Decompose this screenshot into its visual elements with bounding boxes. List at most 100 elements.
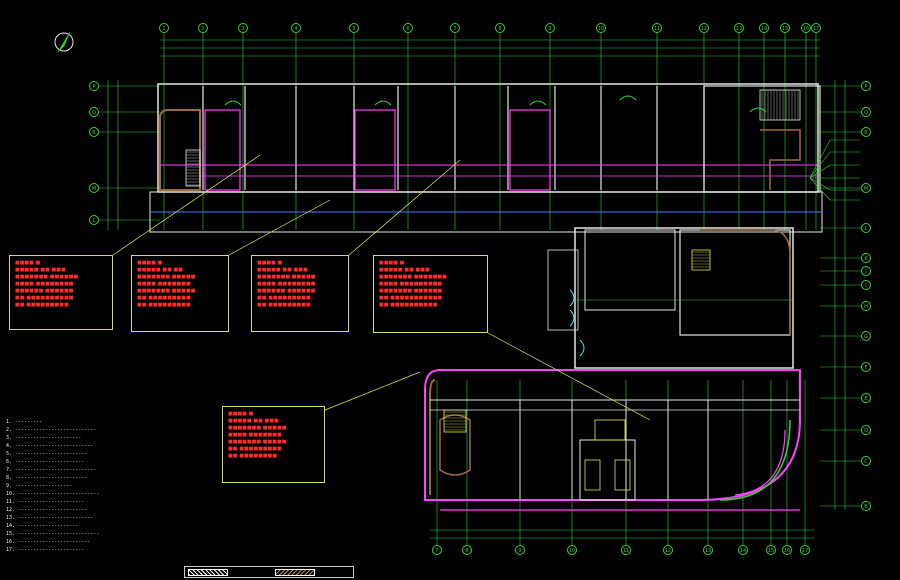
axis-bubble-bottom [432,545,442,555]
axis-bubble-top-label: 10 [598,26,604,32]
axis-bubble-right-label: G [864,334,868,340]
leader-line [487,332,651,421]
axis-bubble-top [801,23,811,33]
axis-bubble-bottom-label: 7 [435,548,438,554]
axis-bubble-right [861,81,871,91]
axis-bubble-top-label: 16 [803,26,809,32]
leader-line [809,177,831,191]
axis-bubble-top [780,23,790,33]
toilet-block [204,109,241,191]
axis-bubble-top-label: 1 [162,26,165,32]
annotation-text-1: ■■■■ ■ ■■■■■ ■■ ■■■ ■■■■■■■ ■■■■■■ ■■■■ … [15,260,79,308]
note-line: 16. ------------------------ [6,539,91,545]
axis-bubble-right [861,501,871,511]
axis-bubble-bottom [462,545,472,555]
note-line: 1. --------- [6,419,43,425]
axis-bubble-right-label: L [865,226,868,232]
left-stair [185,149,201,187]
axis-bubble-top [596,23,606,33]
toilet-core [579,439,636,501]
axis-bubble-bottom [663,545,673,555]
bottom-block-outline [424,369,801,501]
axis-bubble-right [861,107,871,117]
note-line: 5. ------------------------ [6,451,88,457]
door-swing [749,107,767,113]
axis-bubble-top-label: 17 [813,26,819,32]
axis-bubble-top [159,23,169,33]
axis-bubble-right [861,393,871,403]
axis-bubble-top [238,23,248,33]
axis-bubble-right-label: H [864,304,868,310]
axis-bubble-top [403,23,413,33]
middle-right-room [679,229,791,336]
axis-bubble-bottom [703,545,713,555]
axis-bubble-bottom-label: 12 [665,548,671,554]
axis-bubble-bottom [800,545,810,555]
north-arrow-icon [54,32,74,52]
note-line: 12. ----------------------- [6,507,88,513]
axis-bubble-right-label: Q [864,110,868,116]
note-line: 17. ---------------------- [6,547,85,553]
annotation-box-1: ■■■■ ■ ■■■■■ ■■ ■■■ ■■■■■■■ ■■■■■■ ■■■■ … [9,255,113,330]
axis-bubble-right-label: D [864,428,868,434]
axis-bubble-left-label: L [93,218,96,224]
axis-bubble-right-label: J [864,269,866,275]
axis-bubble-top-label: 13 [736,26,742,32]
annotation-box-2: ■■■■ ■ ■■■■■ ■■ ■■ ■■■■■■■ ■■■■■ ■■■■ ■■… [131,255,229,332]
annotation-text-2: ■■■■ ■ ■■■■■ ■■ ■■ ■■■■■■■ ■■■■■ ■■■■ ■■… [137,260,196,308]
axis-bubble-top-label: 6 [406,26,409,32]
side-room [547,249,579,331]
axis-bubble-left [89,127,99,137]
axis-bubble-right [861,331,871,341]
axis-bubble-top-label: 3 [241,26,244,32]
door-swing [224,100,242,106]
note-line: 15. --------------------------- [6,531,100,537]
axis-bubble-top-label: 8 [498,26,501,32]
axis-bubble-top [759,23,769,33]
axis-bubble-bottom-label: 13 [705,548,711,554]
axis-bubble-bottom-label: 14 [740,548,746,554]
axis-bubble-top-label: 12 [701,26,707,32]
door-swing [529,100,547,106]
axis-bubble-top [198,23,208,33]
middle-left-room [584,229,676,311]
middle-block-outline [574,227,794,369]
axis-bubble-top-label: 15 [782,26,788,32]
axis-bubble-bottom [621,545,631,555]
axis-bubble-bottom-label: 10 [569,548,575,554]
right-top-block [703,85,821,193]
north-arrow-pointer [57,31,71,53]
leader-line [228,199,331,256]
axis-bubble-bottom [782,545,792,555]
axis-bubble-bottom-label: 9 [518,548,521,554]
note-line: 7. --------------------------- [6,467,97,473]
leader-line [809,139,831,179]
axis-bubble-top [545,23,555,33]
axis-bubble-top-label: 14 [761,26,767,32]
leader-line [809,164,831,179]
note-line: 8. ------------------------ [6,475,88,481]
axis-bubble-right-label: C [864,459,868,465]
axis-bubble-right [861,183,871,193]
axis-bubble-right [861,301,871,311]
leader-line [809,151,831,179]
axis-bubble-right [861,362,871,372]
axis-bubble-top-label: 11 [654,26,660,32]
annotation-text-4: ■■■■ ■ ■■■■■ ■■ ■■■ ■■■■■■■ ■■■■■■■ ■■■■… [379,260,447,308]
annotation-box-3: ■■■■ ■ ■■■■■ ■■ ■■■ ■■■■■■■ ■■■■■ ■■■■ ■… [251,255,349,332]
axis-bubble-right-label: P [864,84,867,90]
axis-bubble-top-label: 9 [548,26,551,32]
axis-bubble-right-label: R [864,130,868,136]
curved-wall [719,419,791,501]
axis-bubble-right [861,266,871,276]
toilet-block [354,109,396,191]
leader-line [809,177,831,201]
axis-bubble-top-label: 2 [201,26,204,32]
brown-wall [760,129,801,190]
axis-bubble-top [699,23,709,33]
lift [594,419,626,441]
leader-line [324,371,421,411]
axis-bubble-left [89,183,99,193]
axis-bubble-top [811,23,821,33]
